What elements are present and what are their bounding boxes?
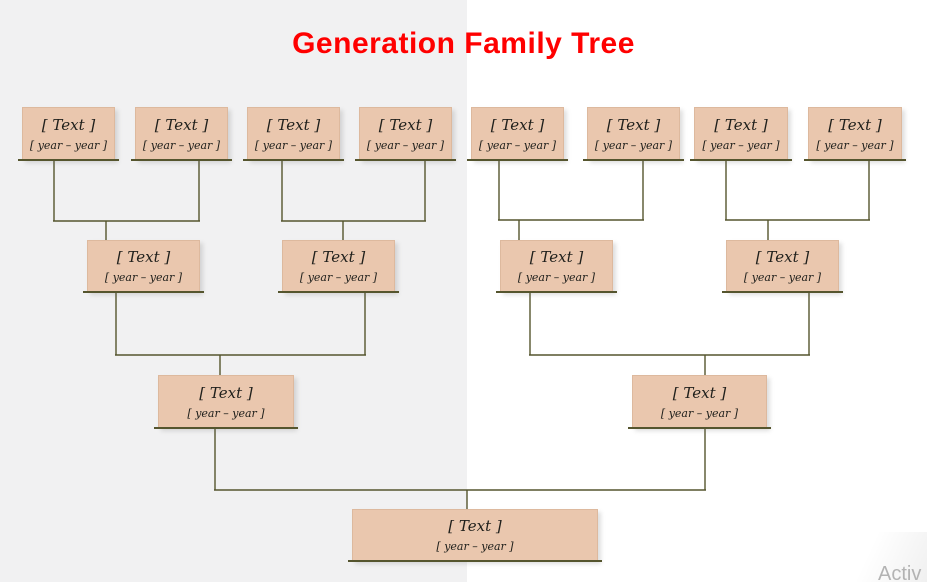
tree-node-gen1-1[interactable]: [ Text ] [ year – year ] <box>348 509 602 562</box>
node-years-placeholder: [ year – year ] <box>594 138 673 152</box>
activation-watermark: Activ <box>878 563 922 582</box>
node-years-placeholder: [ year – year ] <box>517 271 596 284</box>
node-name-placeholder: [ Text ] <box>490 115 545 134</box>
tree-node-gen4-7[interactable]: [ Text ] [ year – year ] <box>690 107 792 161</box>
node-name-placeholder: [ Text ] <box>378 115 433 134</box>
node-years-placeholder: [ year – year ] <box>660 406 739 420</box>
connector-gen3-pair2 <box>529 293 810 377</box>
node-name-placeholder: [ Text ] <box>116 248 171 266</box>
tree-node-gen4-8[interactable]: [ Text ] [ year – year ] <box>804 107 906 161</box>
node-name-placeholder: [ Text ] <box>311 248 366 266</box>
tree-node-gen3-4[interactable]: [ Text ] [ year – year ] <box>722 240 843 293</box>
page-title: Generation Family Tree <box>292 27 635 60</box>
node-years-placeholder: [ year – year ] <box>743 271 822 284</box>
node-name-placeholder: [ Text ] <box>755 248 810 266</box>
node-name-placeholder: [ Text ] <box>41 115 96 134</box>
node-name-placeholder: [ Text ] <box>448 517 502 535</box>
node-name-placeholder: [ Text ] <box>828 115 882 134</box>
tree-node-gen3-2[interactable]: [ Text ] [ year – year ] <box>278 240 399 293</box>
node-years-placeholder: [ year – year ] <box>187 406 265 420</box>
node-name-placeholder: [ Text ] <box>154 115 209 134</box>
tree-node-gen2-2[interactable]: [ Text ] [ year – year ] <box>628 375 771 429</box>
node-years-placeholder: [ year – year ] <box>142 138 221 152</box>
node-name-placeholder: [ Text ] <box>529 248 584 266</box>
node-years-placeholder: [ year – year ] <box>702 138 780 152</box>
tree-node-gen4-6[interactable]: [ Text ] [ year – year ] <box>583 107 684 161</box>
node-name-placeholder: [ Text ] <box>714 115 768 134</box>
node-years-placeholder: [ year – year ] <box>104 271 183 284</box>
node-name-placeholder: [ Text ] <box>606 115 661 134</box>
connector-gen4-pair3 <box>498 160 644 242</box>
node-years-placeholder: [ year – year ] <box>366 138 445 152</box>
node-years-placeholder: [ year – year ] <box>299 271 378 284</box>
tree-node-gen2-1[interactable]: [ Text ] [ year – year ] <box>154 375 298 429</box>
tree-node-gen4-4[interactable]: [ Text ] [ year – year ] <box>355 107 456 161</box>
node-name-placeholder: [ Text ] <box>199 383 253 402</box>
tree-node-gen4-1[interactable]: [ Text ] [ year – year ] <box>18 107 119 161</box>
tree-node-gen3-3[interactable]: [ Text ] [ year – year ] <box>496 240 617 293</box>
tree-node-gen4-3[interactable]: [ Text ] [ year – year ] <box>243 107 344 161</box>
tree-node-gen4-2[interactable]: [ Text ] [ year – year ] <box>131 107 232 161</box>
connector-gen4-pair4 <box>725 160 870 242</box>
node-name-placeholder: [ Text ] <box>266 115 321 134</box>
node-years-placeholder: [ year – year ] <box>29 138 108 152</box>
node-years-placeholder: [ year – year ] <box>478 138 557 152</box>
node-years-placeholder: [ year – year ] <box>254 138 333 152</box>
node-years-placeholder: [ year – year ] <box>436 540 514 553</box>
node-years-placeholder: [ year – year ] <box>816 138 894 152</box>
tree-node-gen3-1[interactable]: [ Text ] [ year – year ] <box>83 240 204 293</box>
node-name-placeholder: [ Text ] <box>672 383 727 402</box>
tree-node-gen4-5[interactable]: [ Text ] [ year – year ] <box>467 107 568 161</box>
